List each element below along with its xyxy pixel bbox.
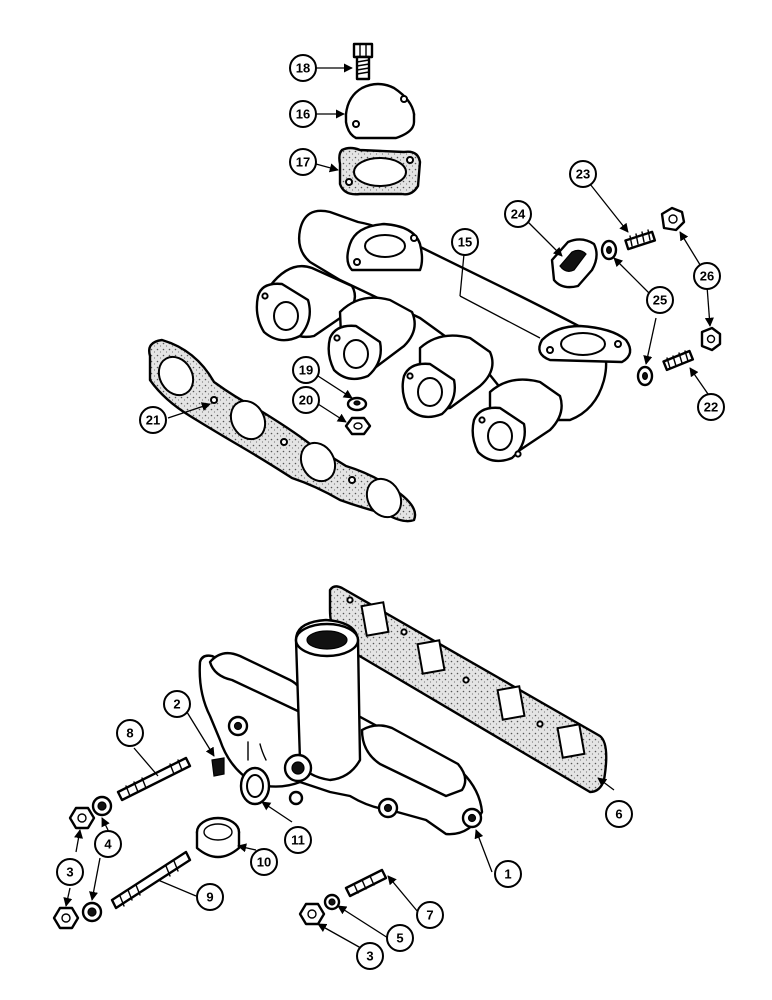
nut-26-lower [700, 326, 722, 352]
svg-text:24: 24 [511, 207, 526, 222]
callout-5: 5 [386, 924, 414, 952]
callout-15: 15 [451, 228, 479, 256]
callout-23: 23 [569, 160, 597, 188]
callout-11: 11 [284, 826, 312, 854]
nut-3-upper [68, 806, 96, 830]
callout-9: 9 [196, 883, 224, 911]
nut-3-lower-left [52, 906, 80, 930]
callout-24: 24 [504, 200, 532, 228]
callout-19: 19 [292, 356, 320, 384]
callout-2: 2 [163, 690, 191, 718]
nut-3-lower-right [298, 902, 326, 926]
exhaust-gasket-21 [148, 338, 417, 523]
svg-text:15: 15 [458, 235, 472, 250]
nut-26-upper [660, 206, 686, 232]
callout-3-left: 3 [56, 858, 84, 886]
washer-4-upper [91, 795, 113, 817]
washer-5 [323, 893, 341, 911]
intake-manifold-1 [198, 618, 484, 836]
callout-20: 20 [292, 386, 320, 414]
svg-text:19: 19 [299, 363, 313, 378]
nut-20 [344, 416, 372, 436]
leader-lines [63, 63, 714, 953]
callout-18: 18 [289, 54, 317, 82]
svg-text:8: 8 [126, 726, 133, 741]
svg-text:7: 7 [426, 908, 433, 923]
sealing-ring-11 [239, 766, 271, 806]
svg-text:22: 22 [704, 400, 718, 415]
callout-22: 22 [697, 393, 725, 421]
svg-text:20: 20 [299, 393, 313, 408]
stud-22 [662, 349, 695, 372]
svg-text:18: 18 [296, 61, 310, 76]
plug-2 [211, 757, 225, 777]
callout-1: 1 [494, 860, 522, 888]
svg-text:11: 11 [291, 833, 305, 848]
washer-25-upper [600, 239, 618, 261]
stud-23 [624, 229, 657, 251]
svg-text:3: 3 [66, 865, 73, 880]
stud-9 [110, 850, 192, 910]
callout-25-upper: 25 [646, 286, 674, 314]
stud-8 [116, 756, 192, 802]
cap-10 [195, 816, 241, 859]
washer-19 [346, 396, 368, 412]
shield-block-24 [550, 238, 598, 289]
svg-text:5: 5 [396, 931, 403, 946]
washer-25-lower [636, 365, 654, 387]
svg-text:1: 1 [504, 867, 511, 882]
svg-text:9: 9 [206, 890, 213, 905]
callout-6: 6 [605, 800, 633, 828]
washer-4-lower [81, 901, 103, 923]
svg-text:17: 17 [296, 155, 310, 170]
callout-16: 16 [289, 100, 317, 128]
stud-7 [344, 868, 388, 898]
callout-21: 21 [139, 406, 167, 434]
exhaust-manifold-15 [255, 209, 632, 463]
svg-text:26: 26 [700, 269, 714, 284]
svg-text:23: 23 [576, 167, 590, 182]
svg-text:25: 25 [653, 293, 667, 308]
svg-text:3: 3 [366, 949, 373, 964]
svg-text:10: 10 [257, 855, 271, 870]
callout-7: 7 [416, 901, 444, 929]
callout-3-right: 3 [356, 942, 384, 970]
bolt-18 [352, 42, 374, 81]
svg-text:4: 4 [104, 837, 112, 852]
callout-17: 17 [289, 148, 317, 176]
svg-text:6: 6 [615, 807, 622, 822]
callout-10: 10 [250, 848, 278, 876]
callout-4: 4 [94, 830, 122, 858]
svg-text:2: 2 [173, 697, 180, 712]
callout-8: 8 [116, 719, 144, 747]
gasket-17 [338, 146, 422, 196]
callout-26: 26 [693, 262, 721, 290]
svg-text:16: 16 [296, 107, 310, 122]
cover-plate-16 [344, 82, 416, 140]
svg-text:21: 21 [146, 413, 160, 428]
